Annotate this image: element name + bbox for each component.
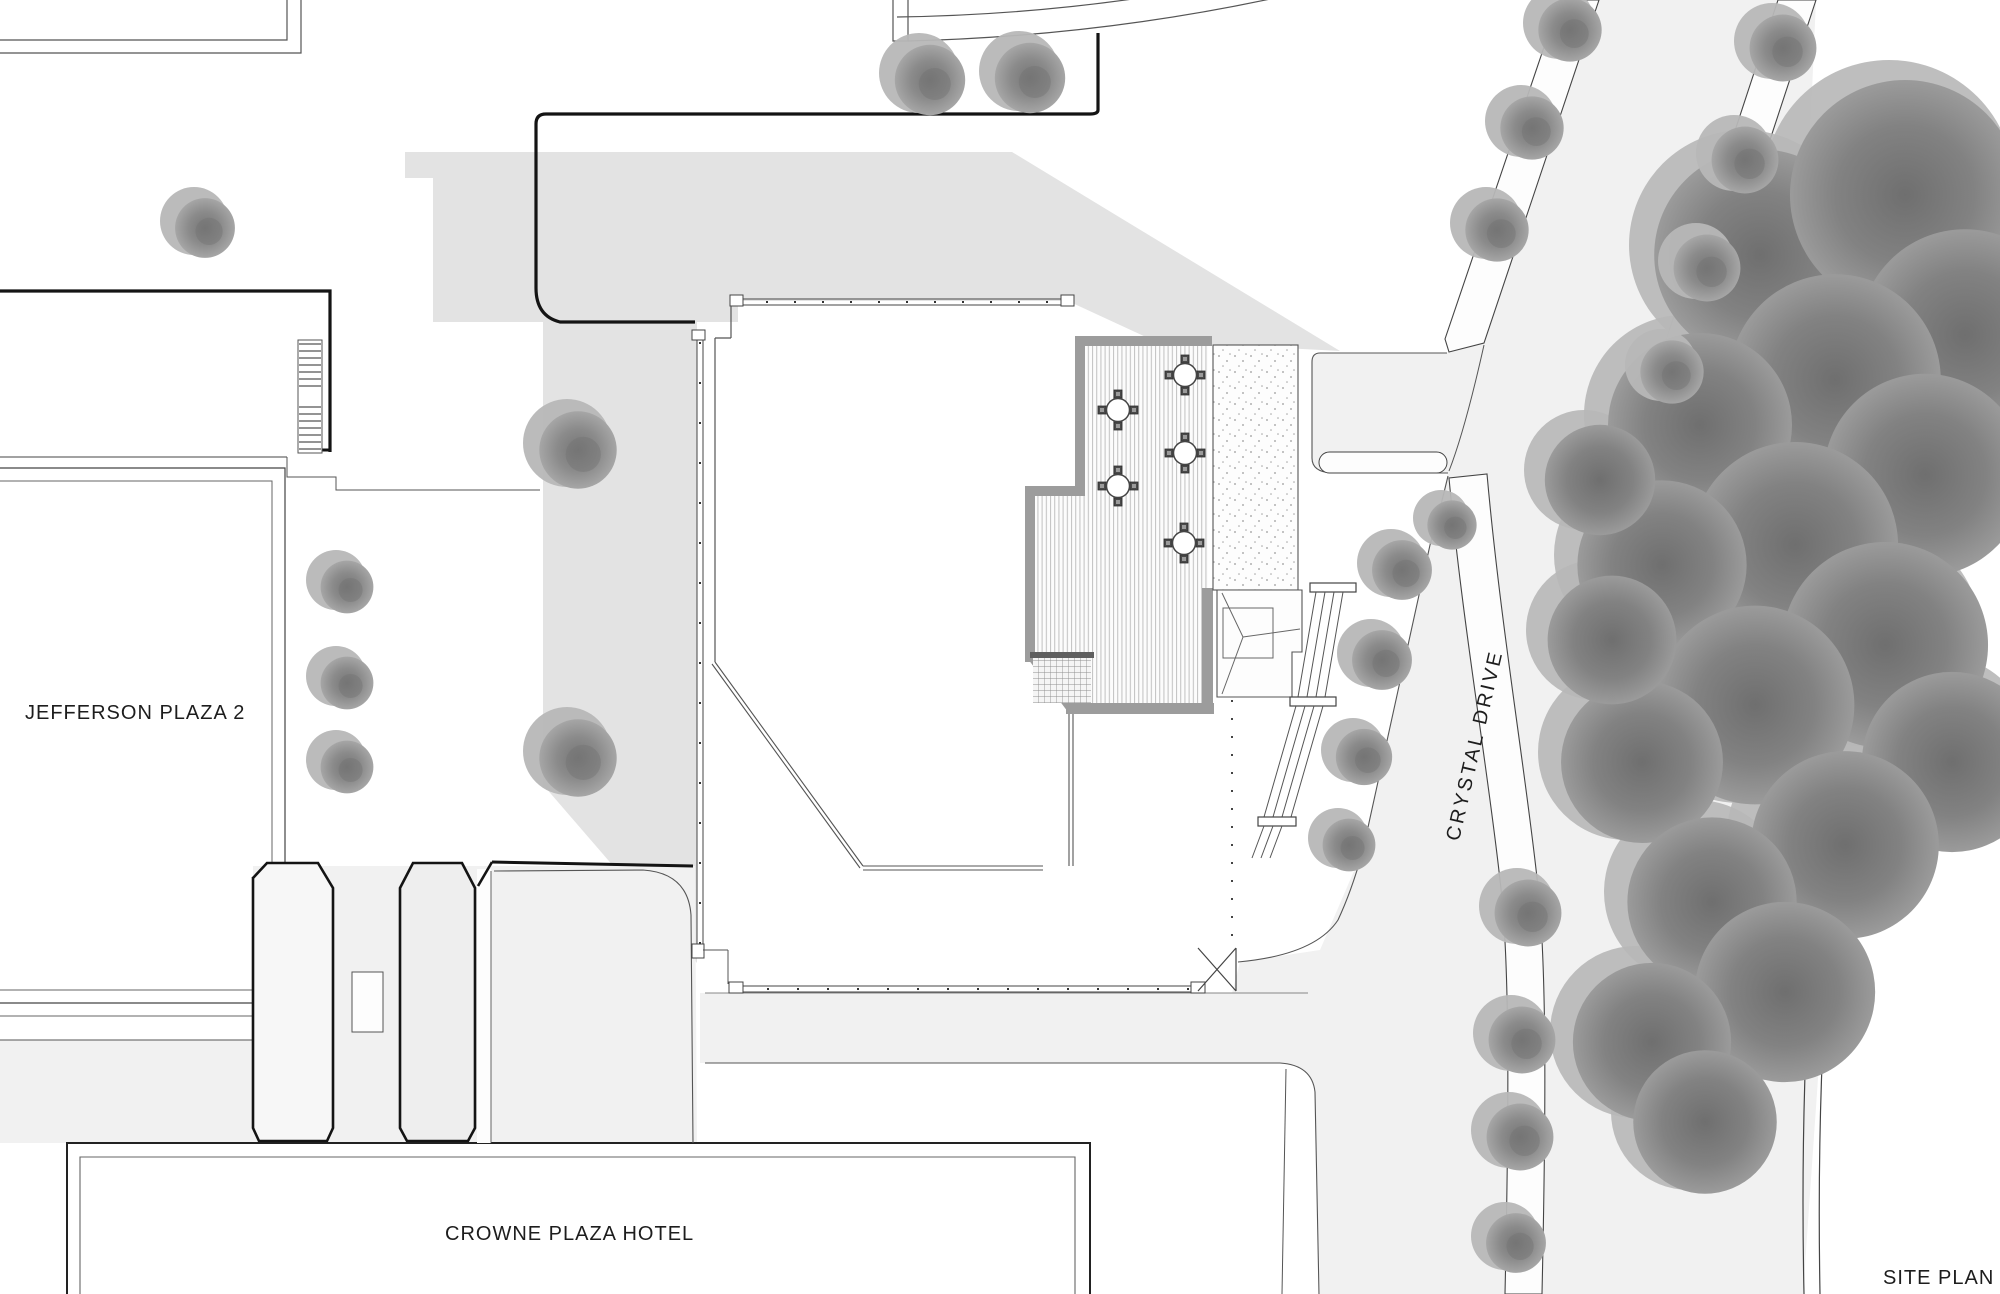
- tree-icon: [1479, 868, 1562, 947]
- entry-canopy: [1197, 947, 1237, 992]
- roof-terrace: [1025, 336, 1357, 859]
- corner-building-northwest: [0, 0, 302, 54]
- tree-icon: [1308, 808, 1376, 872]
- tree-icon: [1473, 995, 1556, 1074]
- tree-icon: [879, 33, 966, 116]
- building-shadow: [405, 152, 1340, 963]
- label-site-plan: SITE PLAN: [1883, 1267, 1994, 1289]
- tree-icon: [523, 399, 617, 489]
- crowne-plaza-building: [66, 1142, 1091, 1294]
- island-center: [398, 861, 477, 1143]
- terrace-grating: [1033, 658, 1091, 703]
- tree-icon: [1471, 1092, 1554, 1171]
- central-building: [691, 294, 1237, 994]
- tree-mass-canopy: [1561, 681, 1723, 843]
- label-jefferson-plaza: JEFFERSON PLAZA 2: [25, 702, 245, 724]
- cafe-table-icon: [1164, 354, 1206, 396]
- tree-mass-canopy: [1633, 1050, 1777, 1194]
- street-trees: [160, 0, 1817, 1273]
- walkway-gap: [477, 869, 491, 1143]
- tree-icon: [1413, 490, 1477, 550]
- dropoff-median-island: [1318, 451, 1448, 474]
- cafe-table-icon: [1164, 432, 1206, 474]
- walkway-planter: [351, 971, 384, 1033]
- tree-icon: [1734, 3, 1817, 82]
- cafe-table-icon: [1097, 389, 1139, 431]
- tree-icon: [523, 707, 617, 797]
- tree-icon: [1696, 115, 1779, 194]
- cafe-table-icon: [1097, 465, 1139, 507]
- walkway: [286, 457, 540, 491]
- tree-icon: [1523, 0, 1602, 62]
- site-boundary-wall: [534, 33, 1100, 324]
- tree-mass-canopy: [1751, 751, 1939, 939]
- tree-icon: [306, 730, 374, 794]
- tree-icon: [1321, 718, 1393, 786]
- tree-icon: [1357, 529, 1432, 600]
- tree-icon: [306, 646, 374, 710]
- terrace-tables: [1097, 354, 1206, 564]
- tree-icon: [1658, 223, 1741, 302]
- hotel-forecourt-pavement: [0, 866, 697, 1143]
- island-west: [251, 861, 335, 1143]
- tree-icon: [1625, 329, 1704, 404]
- tree-mass-canopy: [1547, 575, 1677, 705]
- tree-icon: [1337, 619, 1412, 690]
- terrace-planting-bed: [1212, 344, 1299, 591]
- curved-canopy: [892, 0, 1269, 42]
- forecourt-islands: [251, 860, 694, 1144]
- tree-grove: [1524, 60, 2000, 1194]
- tree-icon: [1471, 1202, 1546, 1273]
- cafe-table-icon: [1163, 522, 1205, 564]
- east-stair: [1251, 582, 1357, 859]
- tree-icon: [1485, 85, 1564, 160]
- tree-mass-canopy: [1694, 901, 1876, 1083]
- skylight-vestibule: [1216, 589, 1303, 698]
- tree-icon: [160, 187, 235, 258]
- crystal-drive-pavement: [700, 0, 1828, 1294]
- tree-icon: [306, 550, 374, 614]
- tree-icon: [1450, 187, 1529, 262]
- label-crowne-plaza-hotel: CROWNE PLAZA HOTEL: [445, 1223, 694, 1245]
- median-strip-upper-left: [1444, 0, 1600, 353]
- median-strip-lower-left: [1448, 473, 1546, 1294]
- tree-icon: [979, 31, 1066, 114]
- jefferson-plaza-building: [0, 289, 540, 1017]
- tree-mass-canopy: [1544, 424, 1656, 536]
